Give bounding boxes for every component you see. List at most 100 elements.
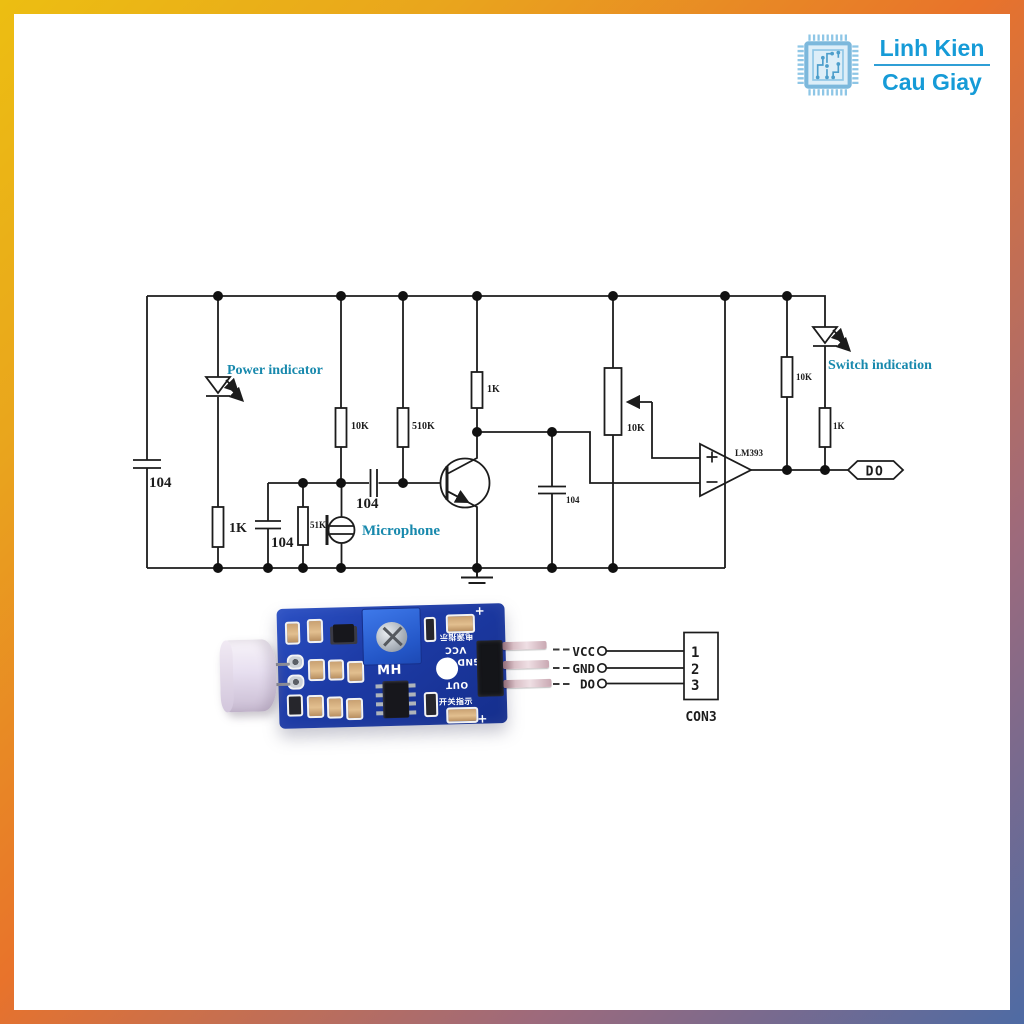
microphone-icon bbox=[327, 516, 356, 544]
do-tag-text: DO bbox=[866, 465, 885, 480]
resistor-pullup bbox=[780, 356, 794, 398]
microphone-plates bbox=[330, 525, 354, 535]
opamp-plus-sign bbox=[706, 451, 718, 463]
smd-component bbox=[286, 694, 304, 717]
silkscreen-vcc: VCC bbox=[444, 644, 467, 655]
connector-wires bbox=[606, 650, 684, 685]
resistor-bias bbox=[334, 407, 348, 448]
pin-header bbox=[476, 640, 504, 697]
power-led-arrow bbox=[223, 377, 240, 394]
potentiometer-body bbox=[603, 367, 623, 436]
value-output-filter-cap: 104 bbox=[566, 495, 580, 505]
value-mic-filter-cap: 104 bbox=[271, 535, 294, 551]
resistor-mic bbox=[297, 506, 309, 546]
silkscreen-out: OUT bbox=[445, 679, 469, 690]
junction-dot bbox=[263, 563, 273, 573]
brand-divider bbox=[874, 63, 990, 66]
junction-dot bbox=[336, 478, 346, 488]
microphone-capsule bbox=[219, 639, 278, 713]
ic-pin bbox=[409, 710, 417, 715]
smd-component bbox=[326, 696, 344, 719]
do-output-tag bbox=[846, 460, 905, 480]
brand-line2: Cau Giay bbox=[882, 68, 982, 95]
junction-dot bbox=[720, 291, 730, 301]
connector-pin-circle bbox=[596, 678, 608, 689]
silkscreen-mh: MH bbox=[376, 662, 403, 679]
smd-component bbox=[423, 616, 437, 643]
junction-dot bbox=[820, 465, 830, 475]
brand-name: Linh Kien Cau Giay bbox=[872, 35, 992, 95]
switch-led-arrow bbox=[830, 327, 847, 344]
resistor-feedback bbox=[396, 407, 410, 448]
junction-dot bbox=[213, 291, 223, 301]
junction-dot bbox=[398, 478, 408, 488]
value-bias-resistor: 10K bbox=[351, 421, 369, 432]
connector-label-do: DO bbox=[580, 677, 595, 692]
switch-led-icon bbox=[811, 326, 839, 345]
smd-component bbox=[306, 694, 325, 719]
soic8-ic bbox=[382, 680, 410, 719]
resistor-collector bbox=[470, 371, 484, 409]
junction-dot bbox=[398, 291, 408, 301]
switch-led-arrow bbox=[835, 336, 852, 353]
brand-line1: Linh Kien bbox=[879, 35, 985, 62]
power-led-arrow bbox=[228, 386, 245, 403]
junction-dot bbox=[608, 291, 618, 301]
silkscreen-plus: + bbox=[477, 711, 488, 726]
value-mic-resistor: 51K bbox=[310, 520, 326, 530]
switch-indication-label: Switch indication bbox=[828, 358, 932, 373]
smd-component bbox=[306, 618, 324, 644]
trimmer-screw bbox=[375, 621, 408, 653]
value-pullup-resistor: 10K bbox=[796, 372, 812, 382]
wire-base-row bbox=[477, 431, 700, 484]
input-cap-plates bbox=[133, 459, 161, 469]
connector-number-1: 1 bbox=[691, 645, 699, 661]
smd-component bbox=[346, 660, 365, 684]
power-led-icon bbox=[204, 376, 232, 395]
junction-dot bbox=[298, 563, 308, 573]
connector-number-2: 2 bbox=[691, 662, 699, 678]
junction-dot bbox=[472, 291, 482, 301]
value-input-cap: 104 bbox=[149, 475, 172, 491]
transistor-collector bbox=[446, 432, 478, 475]
smd-component bbox=[284, 621, 301, 645]
value-feedback-resistor: 510K bbox=[412, 421, 435, 432]
junction-dot bbox=[547, 563, 557, 573]
ic-pin bbox=[375, 693, 383, 698]
value-potentiometer: 10K bbox=[627, 423, 645, 434]
junction-dot bbox=[782, 291, 792, 301]
connector-number-3: 3 bbox=[691, 678, 699, 694]
chip-icon bbox=[797, 34, 859, 96]
connector-label-vcc: VCC bbox=[572, 644, 595, 659]
pin-dash-marks bbox=[553, 648, 570, 685]
connector-title: CON3 bbox=[685, 710, 716, 725]
smd-component bbox=[423, 691, 439, 718]
junction-dot bbox=[298, 478, 308, 488]
smd-component bbox=[327, 659, 345, 681]
junction-dot bbox=[472, 563, 482, 573]
wire-pot-wiper bbox=[651, 402, 700, 459]
junction-dot bbox=[336, 563, 346, 573]
silkscreen-plus: + bbox=[474, 603, 485, 618]
value-power-led-resistor: 1K bbox=[229, 521, 247, 536]
ic-pin bbox=[375, 702, 384, 707]
ic-pin bbox=[376, 711, 384, 716]
silkscreen-power-label: 电源指示 bbox=[439, 631, 474, 642]
white-canvas bbox=[14, 14, 1010, 1010]
switch-led-smd bbox=[446, 706, 479, 724]
junction-dot bbox=[782, 465, 792, 475]
value-coupling-cap: 104 bbox=[356, 496, 379, 512]
header-pin-out bbox=[503, 678, 552, 689]
connector-label-gnd: GND bbox=[572, 661, 595, 676]
value-collector-resistor: 1K bbox=[487, 384, 500, 395]
connector-pin-circle bbox=[596, 662, 608, 674]
microphone-label: Microphone bbox=[362, 523, 440, 539]
sot23-transistor bbox=[332, 623, 355, 643]
smd-component bbox=[345, 697, 364, 721]
junction-dot bbox=[608, 563, 618, 573]
output-filter-cap-plates bbox=[538, 485, 566, 495]
resistor-switch-led bbox=[818, 407, 832, 448]
comparator-label: LM393 bbox=[735, 448, 763, 458]
junction-dot bbox=[213, 563, 223, 573]
